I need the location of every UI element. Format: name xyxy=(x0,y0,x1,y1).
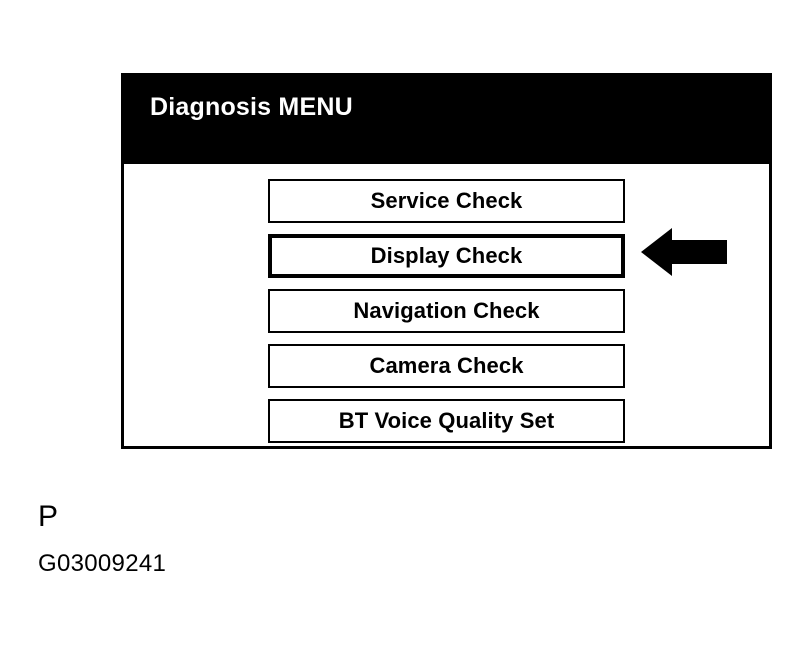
menu-item-label: Service Check xyxy=(370,188,523,213)
figure-caption: P G03009241 xyxy=(38,500,438,578)
menu-item-display-check[interactable]: Display Check xyxy=(268,234,625,278)
menu-item-label: BT Voice Quality Set xyxy=(338,408,555,433)
page-title: Diagnosis MENU xyxy=(150,93,353,121)
caption-letter: P xyxy=(38,500,59,533)
arrow-left-icon xyxy=(641,226,727,278)
screen-title-bar: Diagnosis MENU xyxy=(124,76,769,164)
menu-item-label: Camera Check xyxy=(369,353,524,378)
menu-item-bt-voice-quality-set[interactable]: BT Voice Quality Set xyxy=(268,399,625,443)
caption-code: G03009241 xyxy=(38,550,167,577)
menu-item-camera-check[interactable]: Camera Check xyxy=(268,344,625,388)
menu-item-label: Navigation Check xyxy=(353,298,540,323)
menu-item-label: Display Check xyxy=(370,243,523,268)
menu-item-navigation-check[interactable]: Navigation Check xyxy=(268,289,625,333)
menu-item-service-check[interactable]: Service Check xyxy=(268,179,625,223)
diagnosis-menu-list: Service Check Display Check Navigation C… xyxy=(124,164,769,452)
